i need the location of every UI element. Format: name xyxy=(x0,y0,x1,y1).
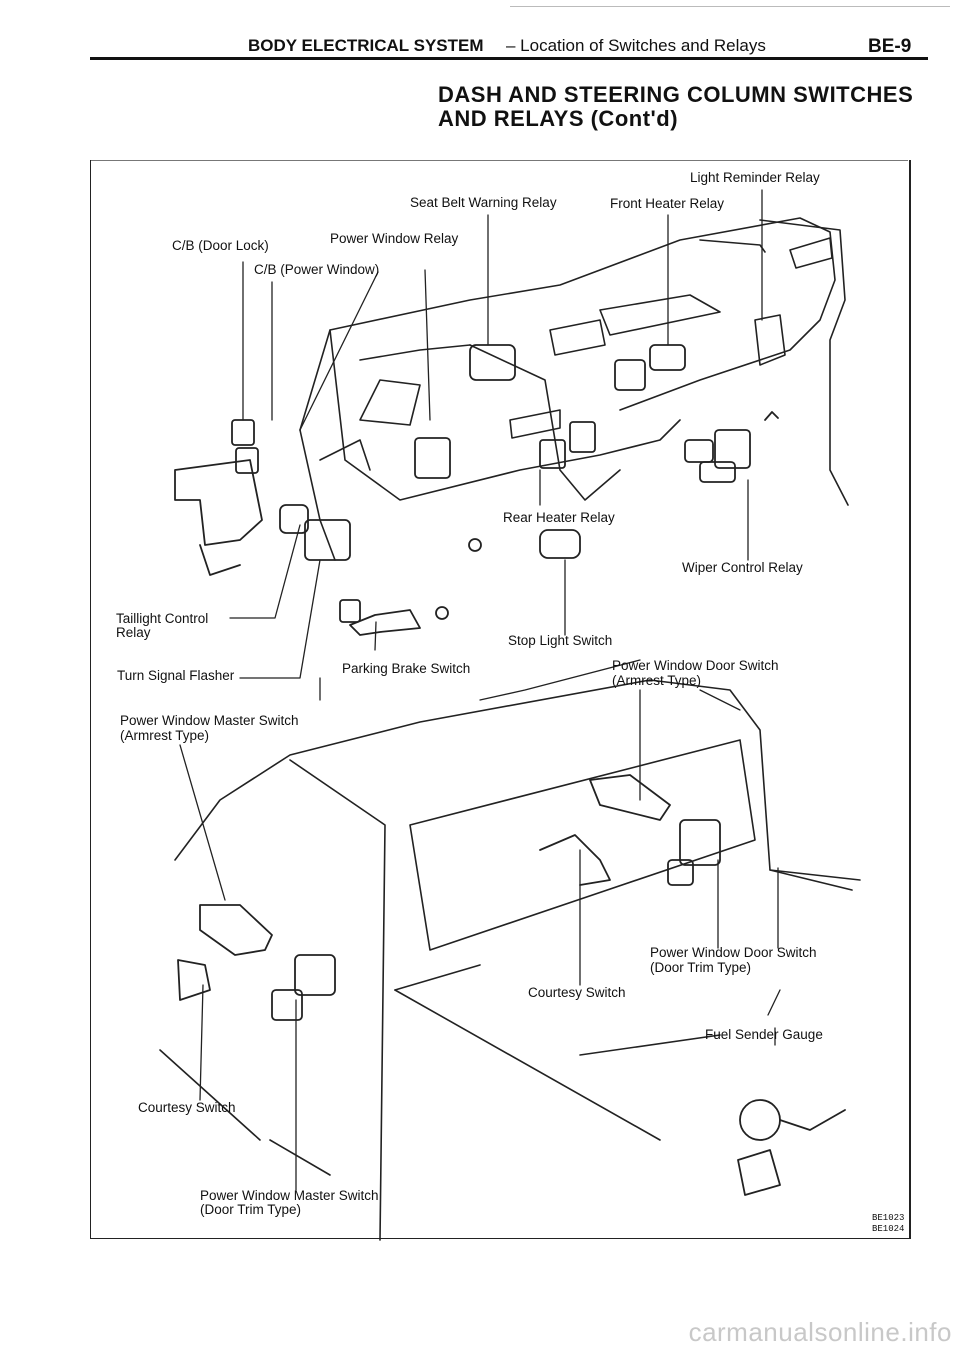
page-number: BE-9 xyxy=(868,36,912,57)
label-cb-door-lock: C/B (Door Lock) xyxy=(172,238,269,253)
figure-code-1: BE1023 xyxy=(872,1213,905,1223)
figure-frame-top xyxy=(90,160,908,161)
label-taillight-control: Taillight Control xyxy=(116,611,209,626)
header-title: BODY ELECTRICAL SYSTEM xyxy=(248,36,484,55)
label-pw-master-switch-doortrim: Power Window Master Switch xyxy=(200,1188,379,1203)
label-pw-door-switch-doortrim-type: (Door Trim Type) xyxy=(650,960,752,975)
label-taillight-relay: Relay xyxy=(116,625,151,640)
label-pw-master-switch-armrest-type: (Armrest Type) xyxy=(120,728,210,743)
watermark: carmanualsonline.info xyxy=(688,1317,952,1347)
label-cb-power-window: C/B (Power Window) xyxy=(254,262,380,277)
label-wiper-control-relay: Wiper Control Relay xyxy=(682,560,803,575)
label-seat-belt-warning-relay: Seat Belt Warning Relay xyxy=(410,195,557,210)
header-subtitle: – Location of Switches and Relays xyxy=(506,36,766,55)
header-rule xyxy=(90,57,928,60)
label-pw-door-switch-doortrim: Power Window Door Switch xyxy=(650,945,817,960)
top-rule xyxy=(510,6,950,7)
section-heading-line2: AND RELAYS (Cont'd) xyxy=(438,106,679,131)
door-components xyxy=(177,774,846,1196)
figure-code-2: BE1024 xyxy=(872,1224,905,1234)
label-courtesy-switch-left: Courtesy Switch xyxy=(138,1100,236,1115)
label-front-heater-relay: Front Heater Relay xyxy=(610,196,725,211)
label-turn-signal-flasher: Turn Signal Flasher xyxy=(117,668,235,683)
label-power-window-relay: Power Window Relay xyxy=(330,231,459,246)
label-pw-master-switch-armrest: Power Window Master Switch xyxy=(120,713,299,728)
dashboard-drawing xyxy=(299,217,849,561)
label-stop-light-switch: Stop Light Switch xyxy=(508,633,613,648)
label-rear-heater-relay: Rear Heater Relay xyxy=(503,510,615,525)
section-heading-line1: DASH AND STEERING COLUMN SWITCHES xyxy=(438,82,914,107)
label-parking-brake-switch: Parking Brake Switch xyxy=(342,661,471,676)
cab-drawing xyxy=(159,679,861,1241)
leader-lines xyxy=(179,189,781,1191)
component-shapes xyxy=(174,344,779,636)
label-pw-door-switch-armrest: Power Window Door Switch xyxy=(612,658,779,673)
label-courtesy-switch-right: Courtesy Switch xyxy=(528,985,626,1000)
figure-frame xyxy=(90,160,911,1239)
label-fuel-sender-gauge: Fuel Sender Gauge xyxy=(705,1027,823,1042)
label-pw-door-switch-armrest-type: (Armrest Type) xyxy=(612,673,702,688)
label-light-reminder-relay: Light Reminder Relay xyxy=(690,170,820,185)
label-pw-master-switch-doortrim-type: (Door Trim Type) xyxy=(200,1202,302,1217)
